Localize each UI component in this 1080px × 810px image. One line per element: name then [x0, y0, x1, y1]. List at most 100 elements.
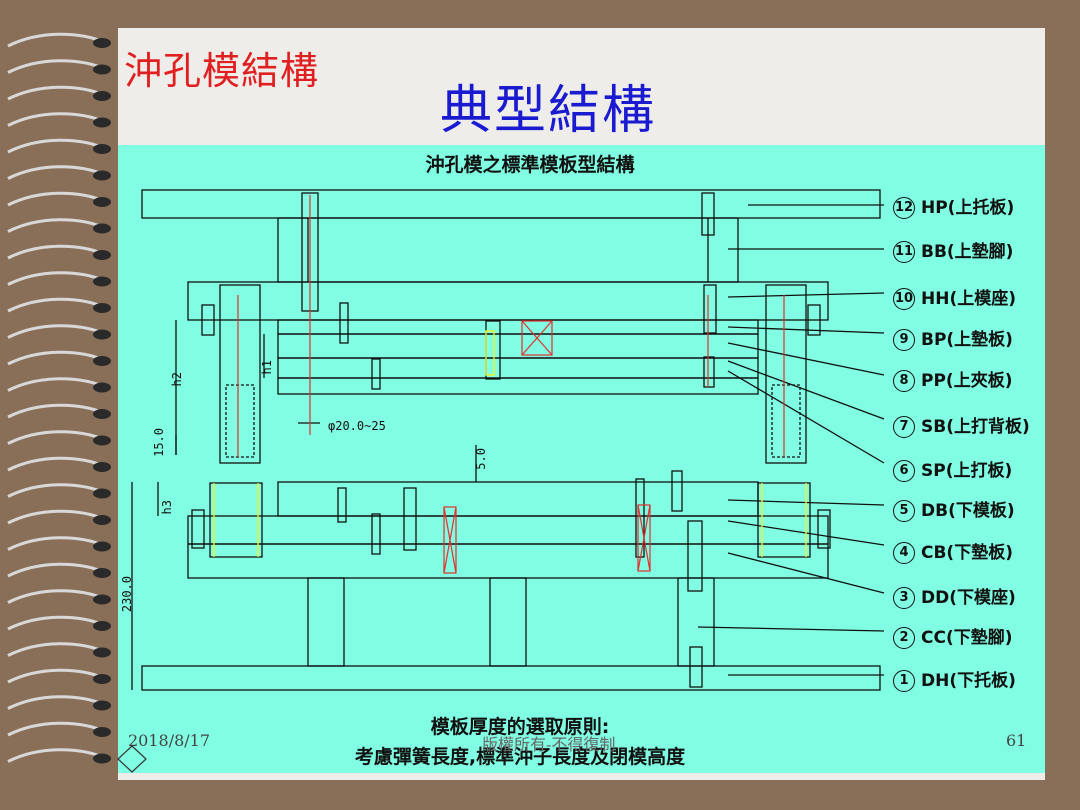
binding-hole	[93, 674, 111, 684]
binding-ring	[7, 615, 105, 631]
binding-hole	[93, 64, 111, 75]
mold-drawing-lines	[131, 189, 885, 691]
binding-ring	[7, 589, 105, 604]
binding-ring	[7, 668, 105, 684]
binding-hole	[93, 117, 111, 128]
binding-hole	[93, 435, 111, 446]
binding-hole	[93, 303, 111, 313]
binding-hole	[93, 594, 111, 605]
main-title: 典型結構	[440, 81, 657, 141]
binding-ring	[7, 483, 105, 498]
binding-ring	[7, 244, 105, 260]
part-label: HH(上模座)	[921, 289, 1016, 309]
binding-hole	[93, 727, 111, 737]
binding-ring	[7, 377, 105, 392]
binding-ring	[7, 509, 105, 525]
part-number: 9	[893, 329, 915, 351]
binding-ring	[7, 748, 105, 763]
nav-diamond-icon[interactable]	[116, 744, 148, 774]
binding-hole	[93, 409, 111, 419]
binding-ring	[7, 350, 105, 366]
part-callout: 7 SB(上打背板)	[893, 412, 1030, 438]
binding-ring	[7, 536, 105, 551]
part-callout: 2 CC(下墊腳)	[893, 623, 1013, 649]
binding-hole	[93, 197, 111, 207]
part-label: CB(下墊板)	[921, 543, 1013, 563]
binding-hole	[93, 488, 111, 499]
binding-hole	[93, 144, 111, 154]
dim-230: 230.0	[120, 576, 134, 613]
part-number: 7	[893, 416, 915, 438]
part-callout: 1 DH(下托板)	[893, 666, 1016, 692]
part-number: 2	[893, 627, 915, 649]
binding-ring	[7, 403, 105, 419]
spiral-binding	[7, 32, 111, 764]
binding-hole	[93, 753, 111, 764]
binding-hole	[93, 38, 111, 48]
part-label: DH(下托板)	[921, 671, 1016, 691]
part-callout: 9 BP(上墊板)	[893, 325, 1013, 351]
part-label: CC(下墊腳)	[921, 628, 1013, 648]
binding-hole	[93, 91, 111, 101]
binding-hole	[93, 250, 111, 260]
binding-hole	[93, 356, 111, 366]
corner-title: 沖孔模結構	[124, 49, 320, 93]
binding-ring	[7, 324, 105, 339]
binding-ring	[7, 695, 105, 710]
mold-drawing	[118, 145, 1045, 773]
part-label: SP(上打板)	[921, 461, 1013, 481]
dim-5: 5.0	[474, 448, 488, 470]
binding-ring	[7, 430, 105, 445]
part-label: DB(下模板)	[921, 501, 1015, 521]
binding-hole	[93, 700, 111, 711]
drawing-title: 沖孔模之標準模板型結構	[425, 154, 635, 176]
principle-line-2: 考慮彈簧長度,標準沖子長度及閉模高度	[354, 746, 686, 768]
binding-ring	[7, 218, 105, 233]
binding-ring	[7, 456, 105, 472]
dim-diameter: φ20.0~25	[328, 419, 386, 433]
binding-hole	[93, 170, 111, 181]
binding-ring	[7, 138, 105, 154]
part-label: BP(上墊板)	[921, 330, 1013, 350]
binding-hole	[93, 515, 111, 525]
part-label: HP(上托板)	[921, 198, 1015, 218]
part-number: 12	[893, 197, 915, 219]
dim-h1: h1	[260, 360, 274, 375]
part-number: 4	[893, 542, 915, 564]
part-number: 1	[893, 670, 915, 692]
binding-ring	[7, 112, 105, 127]
part-number: 11	[893, 241, 915, 263]
binding-hole	[93, 382, 111, 393]
binding-ring	[7, 59, 105, 74]
part-number: 5	[893, 500, 915, 522]
binding-ring	[7, 297, 105, 313]
slide-page-number: 61	[1006, 731, 1027, 750]
binding-ring	[7, 562, 105, 578]
binding-hole	[93, 223, 111, 234]
dim-h3: h3	[160, 500, 174, 515]
binding-hole	[93, 276, 111, 287]
part-number: 6	[893, 460, 915, 482]
part-callout: 4 CB(下墊板)	[893, 538, 1013, 564]
part-callout: 11 BB(上墊腳)	[893, 237, 1013, 263]
part-label: SB(上打背板)	[921, 417, 1030, 437]
slide-footer-text: 版權所有-不得復制	[482, 735, 616, 754]
part-callout: 5 DB(下模板)	[893, 496, 1015, 522]
dim-h2: h2	[170, 372, 184, 387]
slide-date: 2018/8/17	[128, 731, 211, 750]
dim-15: 15.0	[152, 428, 166, 457]
binding-hole	[93, 647, 111, 658]
binding-ring	[7, 85, 105, 101]
binding-hole	[93, 541, 111, 552]
binding-ring	[7, 191, 105, 207]
binding-ring	[7, 271, 105, 286]
principle-line-1: 模板厚度的選取原則:	[430, 716, 610, 738]
part-label: BB(上墊腳)	[921, 242, 1014, 262]
binding-hole	[93, 621, 111, 631]
part-callout: 12 HP(上托板)	[893, 193, 1014, 219]
binding-hole	[93, 329, 111, 340]
binding-ring	[7, 642, 105, 657]
